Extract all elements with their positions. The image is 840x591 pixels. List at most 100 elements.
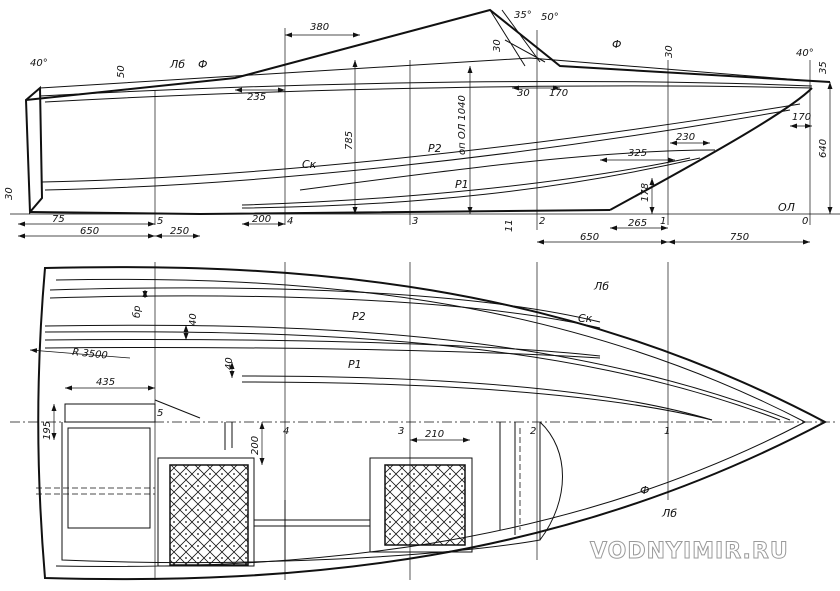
- dim-200: 200: [252, 214, 271, 225]
- dim-235: 235: [247, 92, 266, 103]
- station-3: 3: [412, 216, 418, 227]
- spray-rail-r1: [241, 157, 691, 206]
- front-seat: [384, 464, 466, 546]
- dim-50: 50: [116, 65, 127, 78]
- fender-line: [39, 80, 813, 97]
- dim-170-a: 170: [549, 88, 568, 99]
- stern-locker: [67, 427, 151, 529]
- dim-30-b: 30: [517, 88, 530, 99]
- station-4: 4: [287, 216, 293, 227]
- front-seat-frame: [369, 457, 473, 553]
- plan-station-1: 1: [664, 426, 670, 437]
- plan-station-4: 4: [283, 426, 289, 437]
- stern-box: [64, 403, 156, 423]
- dim-170-b: 170: [792, 112, 811, 123]
- dim-230: 230: [676, 132, 695, 143]
- gunwale-line: [39, 57, 801, 89]
- dim-br: бр: [131, 305, 143, 318]
- plan-rail-r2: [44, 339, 601, 357]
- plan-chine-sk-2: [44, 331, 781, 421]
- dim-650-a: 650: [80, 226, 99, 237]
- dim-30-stern: 30: [4, 187, 15, 200]
- dim-40-b: 40: [224, 357, 235, 370]
- bow-deck-line: [499, 421, 563, 541]
- keel-line: [29, 209, 611, 216]
- station-0: 0: [802, 216, 808, 227]
- label-f: Ф: [198, 58, 207, 71]
- deck-edge: [49, 287, 601, 323]
- dim-30-windshield: 30: [492, 39, 503, 52]
- dim-750: 750: [730, 232, 749, 243]
- label-r2: Р2: [428, 142, 442, 155]
- rear-seat-frame: [157, 457, 255, 567]
- plan-view: бр 40 40 R 3500 435 195 200 210 Лб Р2 Ск…: [10, 262, 838, 581]
- dim-angle-35: 35°: [514, 10, 532, 21]
- station-2: 2: [539, 216, 545, 227]
- spray-rail-r2: [299, 149, 716, 191]
- plan-rail-r1-b: [241, 381, 713, 421]
- plan-label-r1: Р1: [348, 358, 362, 371]
- dim-435: 435: [96, 377, 115, 388]
- dim-angle-50: 50°: [541, 12, 559, 23]
- plan-chine-sk: [44, 324, 791, 421]
- dashboard: [224, 422, 233, 450]
- dim-178: 178: [640, 183, 651, 202]
- dim-785: 785: [344, 131, 355, 150]
- station-5: 5: [157, 216, 163, 227]
- chine-sk-2: [44, 109, 791, 191]
- label-sk: Ск: [302, 158, 317, 171]
- watermark: VODNYIMIR.RU: [590, 539, 789, 564]
- dim-40-a: 40: [188, 313, 199, 326]
- dim-195: 195: [42, 421, 53, 440]
- plan-label-lb: Лб: [593, 280, 609, 293]
- plan-rail-r2-b: [44, 346, 601, 359]
- dim-640: 640: [818, 139, 829, 158]
- dim-1040: оп ОЛ 1040: [457, 95, 468, 155]
- dim-200-plan: 200: [250, 436, 261, 455]
- plan-station-3: 3: [398, 426, 404, 437]
- label-lb: Лб: [169, 58, 185, 71]
- spray-rail-r1-b: [241, 157, 701, 209]
- plan-label-r2: Р2: [352, 310, 366, 323]
- dim-angle-40-stern: 40°: [30, 58, 48, 69]
- dim-210: 210: [425, 429, 444, 440]
- deck-edge-2: [49, 295, 601, 329]
- hull-outline: [37, 266, 828, 581]
- plan-station-2: 2: [530, 426, 536, 437]
- dim-650-b: 650: [580, 232, 599, 243]
- dim-325: 325: [628, 148, 647, 159]
- plan-rail-r1: [241, 375, 713, 421]
- dim-380: 380: [310, 22, 329, 33]
- transom: [24, 85, 44, 215]
- dim-75: 75: [52, 214, 65, 225]
- plan-station-5: 5: [157, 408, 163, 419]
- profile-dimension-lines: [18, 32, 833, 245]
- seat-rail: [254, 519, 370, 527]
- plan-label-sk: Ск: [578, 312, 593, 325]
- dim-250: 250: [170, 226, 189, 237]
- dim-angle-40-bow: 40°: [796, 48, 814, 59]
- label-r1: Р1: [455, 178, 469, 191]
- plan-dimension-lines: [29, 290, 470, 465]
- label-f-top: Ф: [612, 38, 621, 51]
- dim-265: 265: [628, 218, 647, 229]
- station-1: 1: [660, 216, 666, 227]
- profile-view: 380 35° 50° 40° 50 30 Ф 30 40° 35 235 30…: [4, 8, 840, 245]
- locker-dash: [36, 487, 155, 495]
- rear-seat: [169, 464, 249, 566]
- dim-35: 35: [818, 61, 829, 74]
- dim-11: 11: [504, 219, 515, 232]
- cockpit-outline: [61, 422, 541, 564]
- dim-30-bow: 30: [664, 45, 675, 58]
- label-ol: ОЛ: [778, 201, 795, 214]
- chine-sk: [41, 103, 801, 183]
- windshield: [489, 9, 546, 67]
- dim-r3500: R 3500: [72, 347, 109, 362]
- fender-line-2: [44, 85, 813, 103]
- plan-label-f: Ф: [640, 484, 649, 497]
- plan-label-lb-bottom: Лб: [661, 507, 677, 520]
- stem: [609, 87, 813, 211]
- profile-stations: [154, 28, 811, 230]
- stern-line: [154, 399, 201, 419]
